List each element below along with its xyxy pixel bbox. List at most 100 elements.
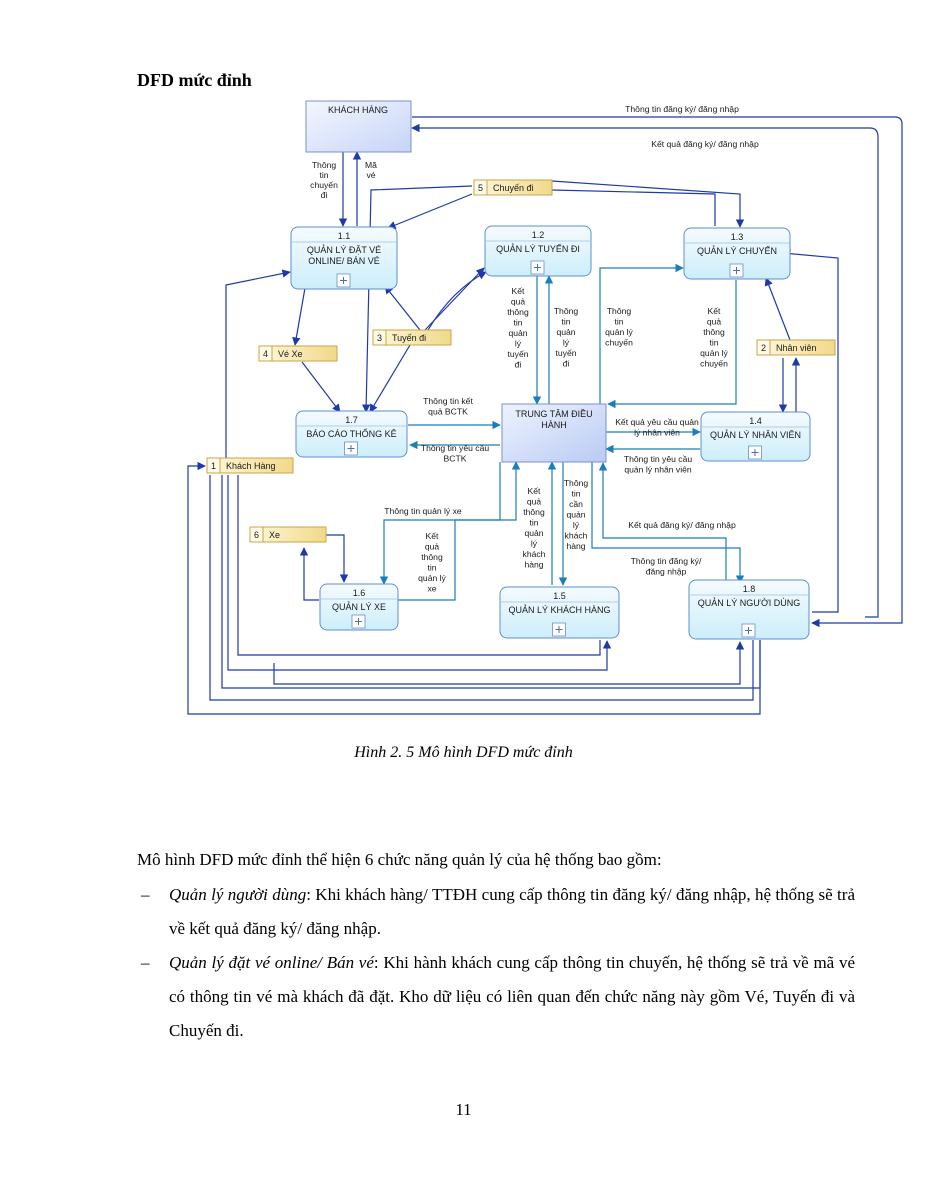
process-label: QUẢN LÝ KHÁCH HÀNG bbox=[508, 604, 610, 615]
flow-label-line: chuyến bbox=[700, 359, 728, 369]
flow-label-line: Kết quả đăng ký/ đăng nhập bbox=[651, 139, 759, 149]
flow-label-line: tin bbox=[709, 338, 718, 348]
data-store-5: 5 Chuyến đi bbox=[473, 179, 553, 196]
process-label: QUẢN LÝ XE bbox=[332, 601, 386, 612]
data-store-number: 5 bbox=[478, 183, 483, 193]
process-id: 1.6 bbox=[353, 588, 366, 598]
flow-label-line: Kết quả đăng ký/ đăng nhập bbox=[628, 520, 736, 530]
data-store-4: 4 Vé Xe bbox=[258, 345, 338, 362]
process-id: 1.2 bbox=[532, 230, 545, 240]
flow-label-line: Thông tin quản lý xe bbox=[384, 506, 462, 516]
intro-paragraph: Mô hình DFD mức đỉnh thể hiện 6 chức năn… bbox=[137, 850, 662, 869]
process-id: 1.4 bbox=[749, 416, 762, 426]
data-store-name: Vé Xe bbox=[278, 349, 303, 359]
flow-label-line: Thông bbox=[554, 306, 579, 316]
flow-label-line: Kết bbox=[708, 306, 722, 316]
flow-label: Thông tin quản lý xe bbox=[384, 506, 462, 516]
flow-label-line: thông bbox=[507, 307, 529, 317]
data-store-number: 6 bbox=[254, 530, 259, 540]
process-id: 1.1 bbox=[338, 231, 351, 241]
figure-caption: Hình 2. 5 Mô hình DFD mức đỉnh bbox=[354, 744, 573, 761]
flow-label-line: Thông tin đăng ký/ đăng nhập bbox=[625, 104, 739, 114]
flow-label-line: quản lý nhân viên bbox=[624, 465, 692, 475]
data-store-number: 3 bbox=[377, 333, 382, 343]
flow-label-line: quả bbox=[425, 542, 440, 552]
data-store-name: Tuyến đi bbox=[392, 333, 426, 343]
flow-label-line: đi bbox=[321, 190, 328, 200]
flow-label-line: khách bbox=[565, 531, 588, 541]
process-label: QUẢN LÝ NGƯỜI DÙNG bbox=[698, 597, 800, 608]
flow-label-line: chuyến bbox=[310, 180, 338, 190]
dfd-flows bbox=[379, 263, 745, 601]
list-text: : Khi hành khách cung cấp thông tin chuy… bbox=[169, 953, 855, 1040]
entity-label: KHÁCH HÀNG bbox=[328, 105, 388, 115]
flow-label-line: quản lý bbox=[418, 573, 446, 583]
function-list: –Quản lý người dùng: Khi khách hàng/ TTĐ… bbox=[137, 878, 855, 1048]
flow-label-line: thông bbox=[703, 327, 725, 337]
flow-label-line: tin bbox=[614, 317, 623, 327]
central-process: TRUNG TÂM ĐIỀU HÀNH bbox=[501, 403, 607, 463]
flow-label-line: tin bbox=[513, 318, 522, 328]
flow-label-line: quản bbox=[556, 327, 575, 337]
flow-label-line: hàng bbox=[566, 541, 585, 551]
flow-label-line: Kết quả yêu cầu quản bbox=[615, 417, 699, 427]
flow-label-line: đi bbox=[515, 360, 522, 370]
process-id: 1.5 bbox=[553, 591, 566, 601]
data-store-number: 2 bbox=[761, 343, 766, 353]
data-store-number: 4 bbox=[263, 349, 268, 359]
central-process-line-1: TRUNG TÂM ĐIỀU bbox=[515, 409, 592, 419]
flow-label-line: Thông tin đăng ký/ bbox=[631, 556, 702, 566]
flow-label: Thông tin đăng ký/đăng nhập bbox=[631, 556, 702, 577]
flow-label-line: quản lý bbox=[605, 327, 633, 337]
process-label: QUẢN LÝ ĐẶT VÉ bbox=[307, 244, 381, 255]
flow-label-line: tin bbox=[529, 518, 538, 528]
list-item: –Quản lý đặt vé online/ Bán vé: Khi hành… bbox=[137, 946, 855, 1048]
process-id: 1.3 bbox=[731, 232, 744, 242]
process-label: QUẢN LÝ TUYẾN ĐI bbox=[496, 243, 580, 254]
flow-label: Kết quả đăng ký/ đăng nhập bbox=[651, 139, 759, 149]
process-label: ONLINE/ BÁN VÉ bbox=[308, 256, 380, 266]
list-dash: – bbox=[141, 953, 150, 972]
flow-label-line: BCTK bbox=[444, 454, 467, 464]
flow-label-line: Kết bbox=[426, 531, 440, 541]
flow-label-line: quản bbox=[566, 510, 585, 520]
process-label: QUẢN LÝ CHUYẾN bbox=[697, 245, 777, 256]
flow-label-line: lý nhân viên bbox=[634, 428, 680, 438]
flow-label-line: đăng nhập bbox=[646, 567, 687, 577]
data-store-name: Xe bbox=[269, 530, 280, 540]
section-heading: DFD mức đỉnh bbox=[137, 70, 252, 90]
flow-label-line: tin bbox=[561, 317, 570, 327]
flow-label-line: lý bbox=[531, 539, 538, 549]
flow-label-line: Thông tin yêu cầu bbox=[421, 443, 490, 453]
data-store-name: Chuyến đi bbox=[493, 183, 534, 193]
flow-label-line: quản lý bbox=[700, 348, 728, 358]
flow-label-line: cần bbox=[569, 499, 583, 509]
data-store-3: 3 Tuyến đi bbox=[372, 329, 452, 346]
flow-label-line: tin bbox=[427, 563, 436, 573]
list-dash: – bbox=[141, 885, 150, 904]
flow-label-line: lý bbox=[573, 520, 580, 530]
flow-label: Thông tin đăng ký/ đăng nhập bbox=[625, 104, 739, 114]
flow-label-line: Thông bbox=[312, 160, 337, 170]
flow-label-line: tin bbox=[319, 170, 328, 180]
data-store-6: 6 Xe bbox=[249, 526, 327, 543]
flow-label-line: Kết bbox=[528, 486, 542, 496]
